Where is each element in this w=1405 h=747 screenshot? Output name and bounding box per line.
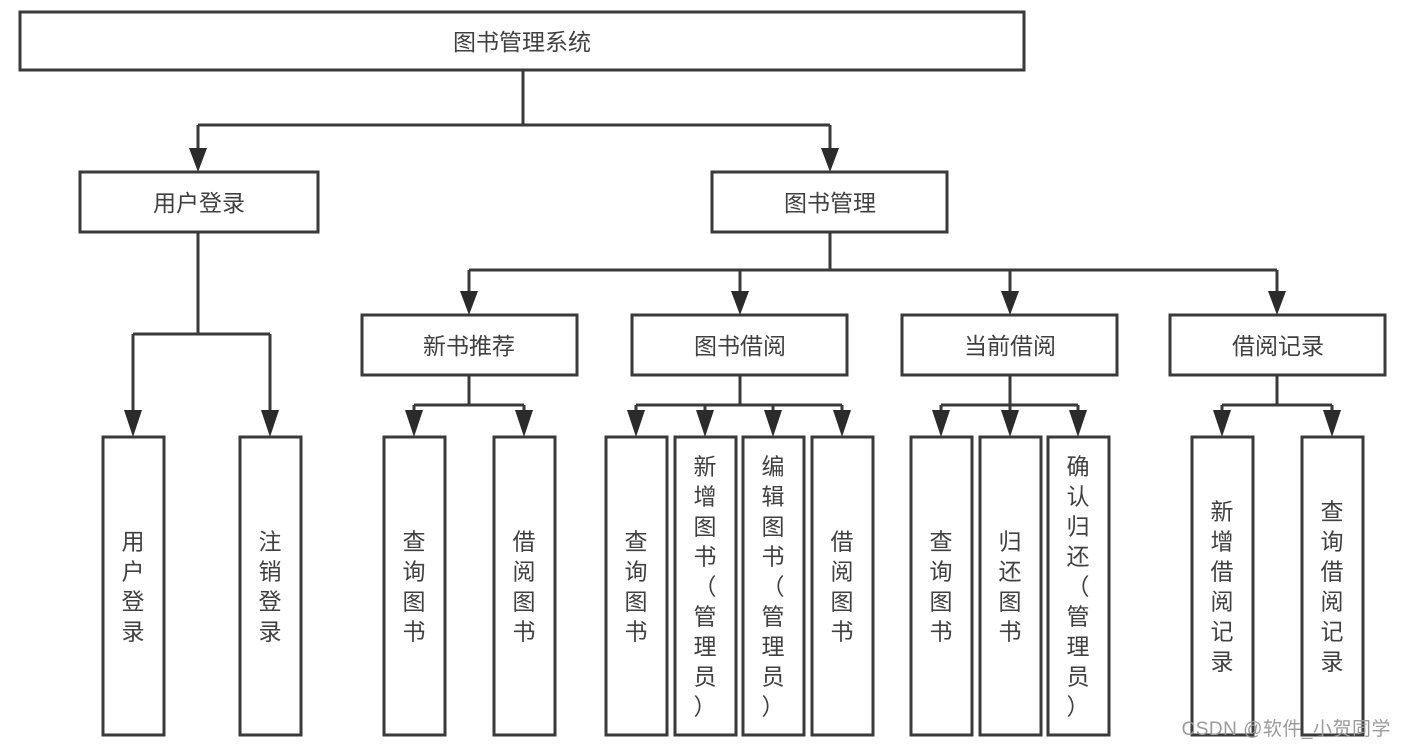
arrow-icon-to-leaf-query-book-2 <box>627 410 645 437</box>
arrow-icon-to-leaf-query-book-1 <box>405 410 423 437</box>
node-book-borrow-box[interactable] <box>630 313 849 377</box>
node-leaf-add-record-box[interactable] <box>1190 435 1255 737</box>
arrow-icon-to-leaf-query-record <box>1323 410 1341 437</box>
arrow-icon-to-leaf-query-book-3 <box>932 410 950 437</box>
node-leaf-add-record[interactable]: 新增借阅记录 <box>1190 435 1255 737</box>
node-leaf-add-record-label: 新增借阅记录 <box>1211 498 1234 674</box>
node-leaf-query-book-1[interactable]: 查询图书 <box>382 435 447 737</box>
arrow-icon-to-leaf-user-logout <box>261 410 279 437</box>
node-leaf-borrow-book-1[interactable]: 借阅图书 <box>492 435 557 737</box>
arrow-icon-to-leaf-borrow-book-2 <box>833 410 851 437</box>
node-leaf-query-book-1-box[interactable] <box>382 435 447 737</box>
node-leaf-user-login[interactable]: 用户登录 <box>101 435 166 737</box>
node-leaf-user-login-label: 用户登录 <box>122 528 145 644</box>
node-user-login-box[interactable] <box>78 170 320 234</box>
node-leaf-query-book-2-box[interactable] <box>604 435 669 737</box>
arrow-icon-to-book-borrow <box>731 291 749 315</box>
node-current-borrow[interactable]: 当前借阅 <box>900 313 1119 377</box>
node-new-book-recommend-box[interactable] <box>360 313 579 377</box>
node-leaf-user-login-box[interactable] <box>101 435 166 737</box>
arrow-icon-to-leaf-confirm-return <box>1069 410 1087 437</box>
node-new-book-recommend-label: 新书推荐 <box>423 333 515 359</box>
node-user-login-label: 用户登录 <box>153 190 245 216</box>
node-leaf-borrow-book-1-label: 借阅图书 <box>513 528 536 644</box>
node-leaf-query-record-box[interactable] <box>1300 435 1365 737</box>
arrow-icon-to-leaf-edit-book <box>764 410 782 437</box>
node-leaf-user-logout-box[interactable] <box>238 435 303 737</box>
node-root-label: 图书管理系统 <box>453 29 591 55</box>
node-leaf-query-record[interactable]: 查询借阅记录 <box>1300 435 1365 737</box>
node-leaf-edit-book-label: 编辑图书（管理员） <box>762 453 785 719</box>
node-leaf-user-logout[interactable]: 注销登录 <box>238 435 303 737</box>
node-borrow-record[interactable]: 借阅记录 <box>1168 313 1387 377</box>
node-user-login[interactable]: 用户登录 <box>78 170 320 234</box>
node-leaf-add-book[interactable]: 新增图书（管理员） <box>673 435 738 737</box>
node-leaf-borrow-book-2[interactable]: 借阅图书 <box>810 435 875 737</box>
node-leaf-add-book-box[interactable] <box>673 435 738 737</box>
node-book-borrow[interactable]: 图书借阅 <box>630 313 849 377</box>
arrow-icon-to-leaf-add-record <box>1213 410 1231 437</box>
node-leaf-return-book-box[interactable] <box>978 435 1043 737</box>
node-root[interactable]: 图书管理系统 <box>18 10 1026 72</box>
node-leaf-query-record-label: 查询借阅记录 <box>1321 498 1344 674</box>
csdn-watermark: CSDN @软件_小贺同学 <box>1181 719 1391 740</box>
arrow-icon-to-user-login <box>189 148 207 172</box>
node-leaf-add-book-label: 新增图书（管理员） <box>694 453 717 719</box>
node-leaf-query-book-3-label: 查询图书 <box>930 528 953 644</box>
arrow-icon-to-leaf-borrow-book-1 <box>515 410 533 437</box>
node-book-management[interactable]: 图书管理 <box>710 170 949 234</box>
node-current-borrow-box[interactable] <box>900 313 1119 377</box>
node-leaf-edit-book-box[interactable] <box>741 435 806 737</box>
node-book-management-box[interactable] <box>710 170 949 234</box>
node-leaf-query-book-3-box[interactable] <box>909 435 974 737</box>
node-borrow-record-label: 借阅记录 <box>1232 333 1324 359</box>
node-leaf-borrow-book-1-box[interactable] <box>492 435 557 737</box>
node-leaf-return-book[interactable]: 归还图书 <box>978 435 1043 737</box>
node-book-management-label: 图书管理 <box>784 190 876 216</box>
node-book-borrow-label: 图书借阅 <box>694 333 786 359</box>
node-leaf-confirm-return-label: 确认归还（管理员） <box>1067 453 1090 719</box>
node-new-book-recommend[interactable]: 新书推荐 <box>360 313 579 377</box>
node-leaf-query-book-2-label: 查询图书 <box>625 528 648 644</box>
arrow-icon-to-current-borrow <box>1001 291 1019 315</box>
node-leaf-confirm-return[interactable]: 确认归还（管理员） <box>1046 435 1111 737</box>
arrow-icon-to-book-management <box>821 148 839 172</box>
node-root-box[interactable] <box>18 10 1026 72</box>
node-leaf-query-book-2[interactable]: 查询图书 <box>604 435 669 737</box>
node-leaf-query-book-3[interactable]: 查询图书 <box>909 435 974 737</box>
node-current-borrow-label: 当前借阅 <box>964 333 1056 359</box>
arrow-icon-to-leaf-add-book <box>696 410 714 437</box>
arrow-icon-to-new-book-recommend <box>460 291 478 315</box>
arrow-icon-to-leaf-user-login <box>124 410 142 437</box>
node-borrow-record-box[interactable] <box>1168 313 1387 377</box>
node-leaf-query-book-1-label: 查询图书 <box>403 528 426 644</box>
node-leaf-borrow-book-2-box[interactable] <box>810 435 875 737</box>
arrowhead-layer <box>124 148 1341 437</box>
node-leaf-return-book-label: 归还图书 <box>999 528 1022 644</box>
node-leaf-borrow-book-2-label: 借阅图书 <box>831 528 854 644</box>
node-leaf-confirm-return-box[interactable] <box>1046 435 1111 737</box>
arrow-icon-to-borrow-record <box>1268 291 1286 315</box>
node-leaf-edit-book[interactable]: 编辑图书（管理员） <box>741 435 806 737</box>
node-leaf-user-logout-label: 注销登录 <box>259 528 282 644</box>
arrow-icon-to-leaf-return-book <box>1001 410 1019 437</box>
